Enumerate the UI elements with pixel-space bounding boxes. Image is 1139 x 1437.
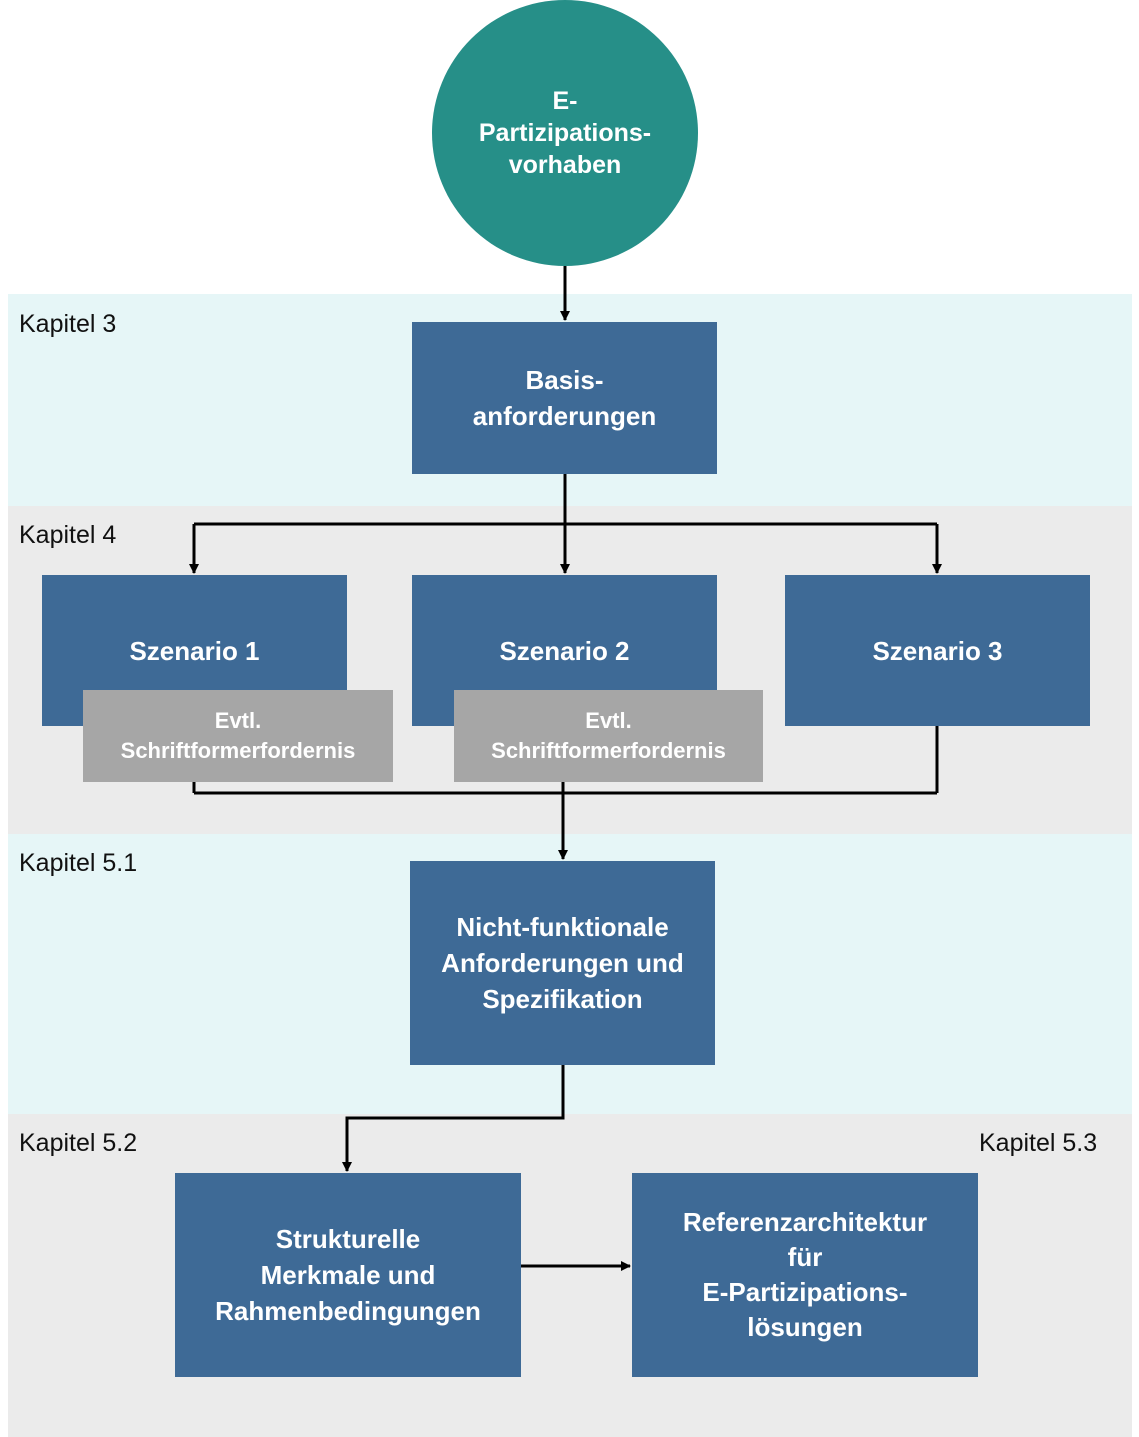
nonfunctional-line-1: Nicht-funktionale xyxy=(456,912,669,942)
label-kapitel-5-1: Kapitel 5.1 xyxy=(19,849,138,877)
basis-line-1: Basis- xyxy=(525,365,604,395)
box-strukturelle-merkmale: Strukturelle Merkmale und Rahmenbedingun… xyxy=(175,1173,521,1377)
box-referenzarchitektur: Referenzarchitektur für E-Partizipations… xyxy=(632,1173,978,1377)
szenario-2-label: Szenario 2 xyxy=(499,636,630,666)
label-kapitel-4: Kapitel 4 xyxy=(19,521,117,549)
szenario-3-label: Szenario 3 xyxy=(872,636,1003,666)
structural-line-2: Merkmale und xyxy=(260,1260,436,1290)
structural-line-3: Rahmenbedingungen xyxy=(215,1296,481,1326)
nonfunctional-line-3: Spezifikation xyxy=(482,984,643,1014)
start-line-2: Partizipations- xyxy=(478,119,652,147)
label-kapitel-3: Kapitel 3 xyxy=(19,310,117,338)
note-schriftformerfordernis-1: Evtl. Schriftformerfordernis xyxy=(83,690,393,782)
box-szenario-3: Szenario 3 xyxy=(785,575,1090,726)
szenario-1-label: Szenario 1 xyxy=(129,636,260,666)
box-nicht-funktionale-anforderungen: Nicht-funktionale Anforderungen und Spez… xyxy=(410,861,715,1065)
note-2-line-1: Evtl. xyxy=(585,708,632,733)
note-1-line-1: Evtl. xyxy=(214,708,262,733)
note-1-line-2: Schriftformerfordernis xyxy=(120,738,356,763)
reference-line-1: Referenzarchitektur xyxy=(682,1207,928,1237)
reference-line-3: E-Partizipations- xyxy=(702,1277,908,1307)
start-node-e-partizipationsvorhaben: E- Partizipations- vorhaben xyxy=(432,0,698,266)
start-line-3: vorhaben xyxy=(508,151,622,179)
structural-line-1: Strukturelle xyxy=(275,1224,421,1254)
basis-line-2: anforderungen xyxy=(472,401,657,431)
nonfunctional-line-2: Anforderungen und xyxy=(441,948,684,978)
reference-line-2: für xyxy=(787,1242,823,1272)
reference-line-4: lösungen xyxy=(747,1312,863,1342)
note-schriftformerfordernis-2: Evtl. Schriftformerfordernis xyxy=(454,690,763,782)
box-basisanforderungen: Basis- anforderungen xyxy=(412,322,717,474)
note-2-line-2: Schriftformerfordernis xyxy=(491,738,726,763)
start-line-1: E- xyxy=(552,87,578,115)
arrow-nonfunctional-to-structural xyxy=(342,1065,565,1172)
label-kapitel-5-3: Kapitel 5.3 xyxy=(979,1129,1098,1157)
label-kapitel-5-2: Kapitel 5.2 xyxy=(19,1129,138,1157)
